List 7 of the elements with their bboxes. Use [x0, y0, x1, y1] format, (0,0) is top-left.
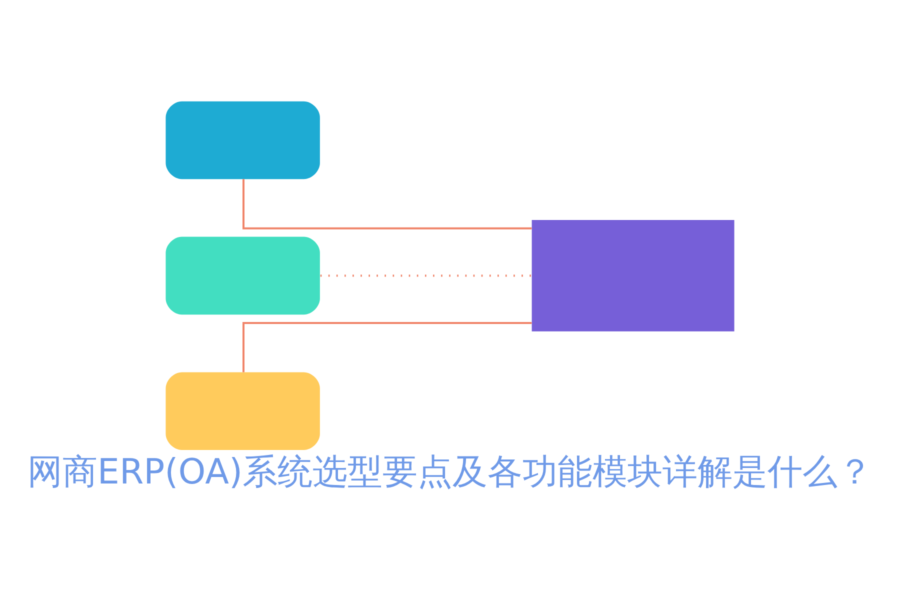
connector — [242, 321, 532, 372]
node-box — [166, 372, 320, 450]
diagram-title: 网商ERP(OA)系统选型要点及各功能模块详解是什么？ — [27, 452, 873, 492]
node-box — [166, 236, 320, 314]
connector — [242, 178, 532, 229]
node-box — [532, 220, 734, 331]
node-box — [166, 100, 320, 179]
